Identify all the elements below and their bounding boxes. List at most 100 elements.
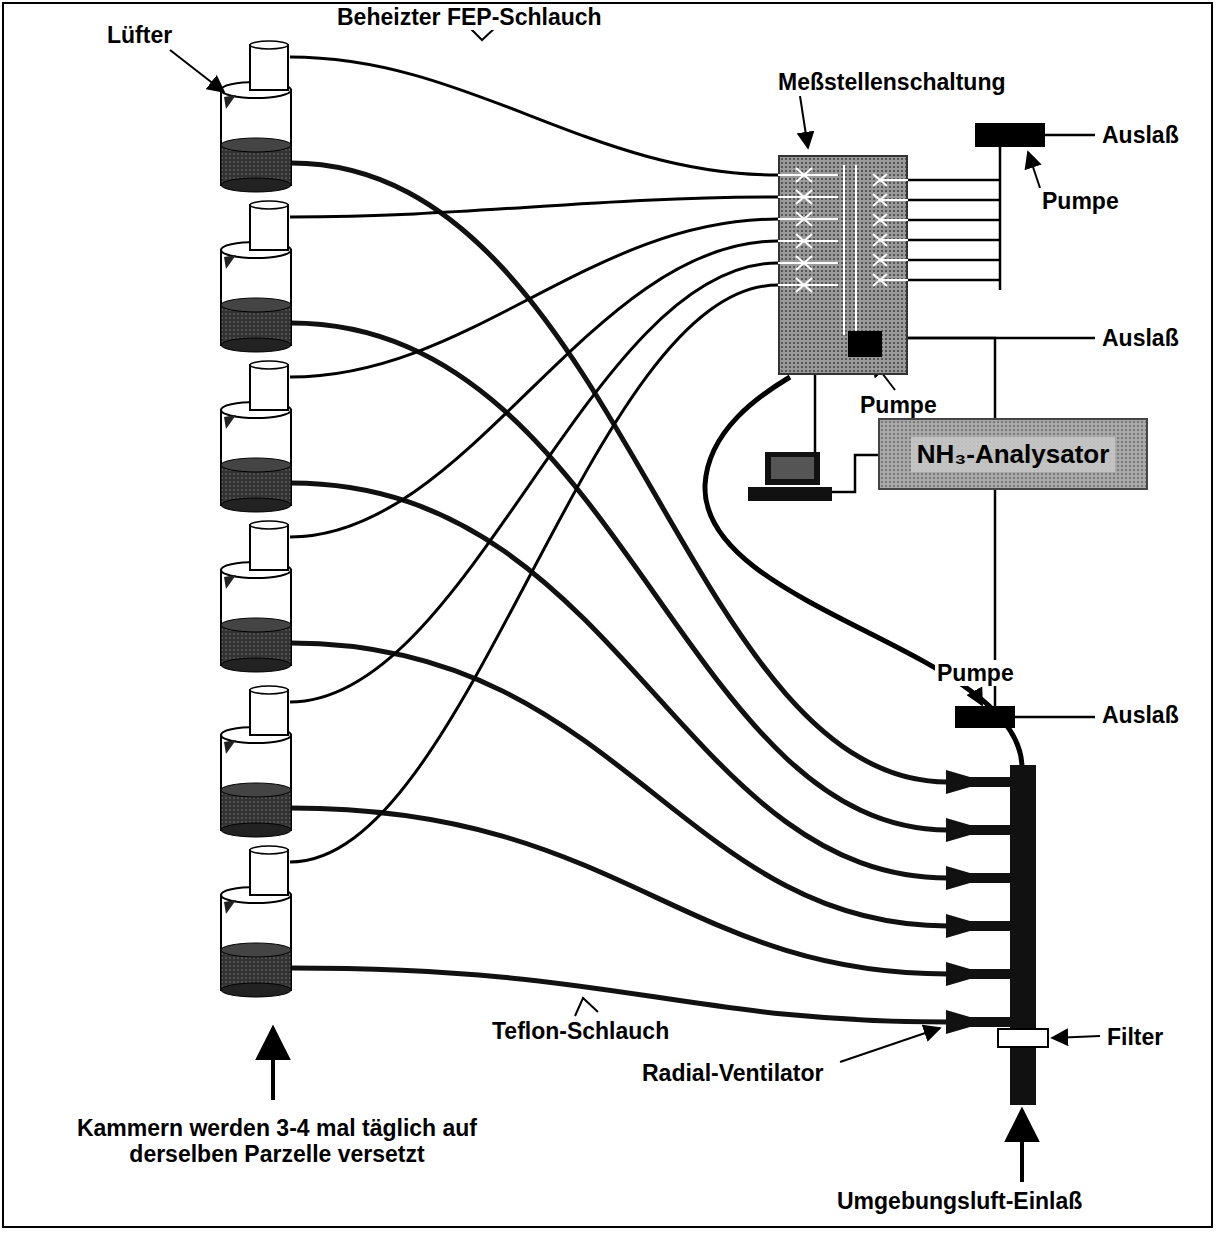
valve-symbol [796,278,812,292]
fan-symbol [224,575,236,589]
valve-line [880,219,908,221]
valve-symbol [796,256,812,270]
valve-line [778,284,838,286]
valve-line [880,239,908,241]
chamber [221,41,291,192]
soil-surface [221,458,291,472]
chamber [221,846,291,997]
chamber-body [221,735,291,830]
chamber-chimney [250,45,288,90]
chamber-chimney [250,205,288,250]
valve-symbol [796,168,812,182]
part-label: Auslaß [1100,702,1181,728]
fan-symbol [224,415,236,429]
chimney-top [250,521,288,529]
chamber [221,201,291,352]
fan-symbol [224,740,236,754]
leader-line [1028,152,1040,188]
fan-nozzles [946,770,1010,1034]
chimney-top [250,846,288,854]
chamber-chimney [250,525,288,570]
soil-surface [221,618,291,632]
note: Kammern werden 3-4 mal täglich auf derse… [60,1115,494,1168]
chamber-base [221,823,291,837]
chimney-top [250,686,288,694]
teflon-tube [291,968,948,1022]
valve-line [880,259,908,261]
part-label: Lüfter [105,22,174,48]
pump-symbol [975,123,1045,147]
leader-line [975,692,982,705]
valve-line [778,240,838,242]
leader-line [1052,1036,1100,1038]
chamber-chimney [250,690,288,735]
collector-pipe [999,140,1002,290]
valve-output [908,279,1000,282]
chimney-top [250,361,288,369]
fan-nozzle [946,818,1010,842]
computer [748,452,832,501]
soil-surface [221,783,291,797]
valve-output [908,179,1000,182]
screen [771,457,814,479]
chamber [221,521,291,672]
monitor [765,452,820,485]
valve-symbol [796,234,812,248]
node-title: Meßstellenschaltung [776,69,1007,96]
outlet-pipe [1045,134,1095,137]
valve-box: Meßstellenschaltung [778,155,908,375]
chambers [221,41,291,997]
part-label: Pumpe [858,392,939,418]
chamber [221,686,291,837]
outlet-pipe [1015,716,1095,719]
leader-line [575,998,598,1016]
inlet-arrow [1020,1110,1024,1182]
part-label: Filter [1105,1024,1165,1050]
part-label: Auslaß [1100,122,1181,148]
fep-tube [290,219,778,377]
part-label: Auslaß [1100,325,1181,351]
teflon-tube [291,483,948,878]
chamber-body [221,570,291,665]
fan-symbol [224,95,236,109]
chamber-base [221,983,291,997]
manifold [946,765,1048,1105]
part-label: Radial-Ventilator [640,1060,825,1086]
chamber [221,361,291,512]
valve-line [778,196,838,198]
teflon-tube [291,323,948,830]
analyzer-box: NH₃-Analysator [878,418,1148,490]
valve-line [778,218,838,220]
fan-nozzle [946,962,1010,986]
fep-tube [290,57,778,175]
leader-line [840,1028,940,1062]
valve-line [880,199,908,201]
valve-symbols [778,155,908,375]
soil-surface [221,138,291,152]
fep-tube [290,197,778,217]
data-cable [814,375,817,452]
leaders [170,26,1100,1182]
part-label: Pumpe [1040,188,1121,214]
chamber-base [221,338,291,352]
valve-line [778,262,838,264]
fan-nozzle [946,914,1010,938]
spacer [984,686,986,730]
chamber-chimney [250,365,288,410]
spacer [981,690,983,732]
valve-line [778,174,838,176]
part-label: Pumpe [935,660,1016,686]
fan-nozzle [946,866,1010,890]
valve-line [880,279,908,281]
fan-nozzle [946,770,1010,794]
part-label: Umgebungsluft-Einlaß [835,1188,1084,1214]
chamber-base [221,498,291,512]
node-title: NH₃-Analysator [911,437,1116,472]
fan-symbol [224,255,236,269]
valve-output [908,199,1000,202]
leader-line [800,96,808,148]
pump-symbol [955,706,1015,728]
valve-output [908,259,1000,262]
part-label: Teflon-Schlauch [490,1018,671,1044]
